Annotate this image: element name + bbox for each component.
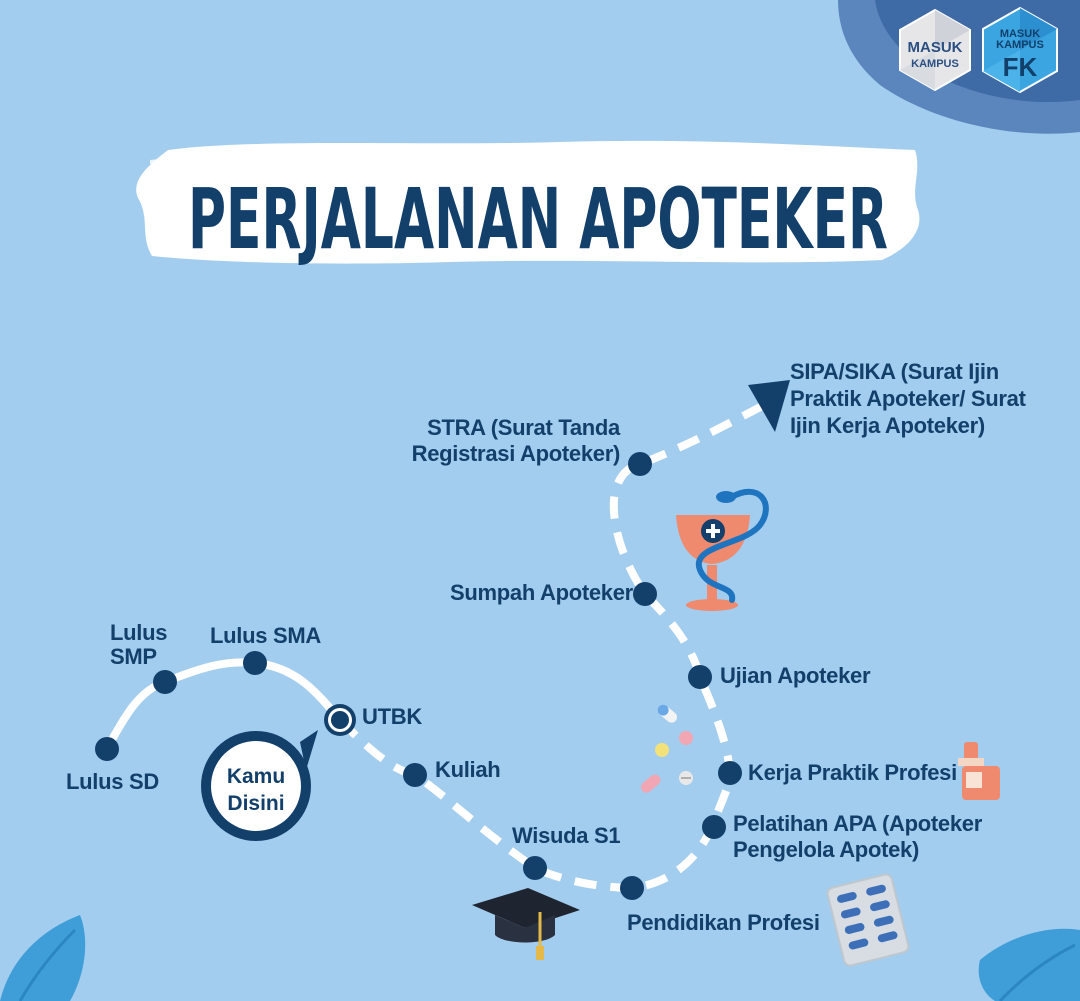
logo-masuk-kampus-fk: MASUK KAMPUS FK xyxy=(982,6,1058,94)
dot-lulus-sma xyxy=(243,651,267,675)
dot-kerja-praktik-profesi xyxy=(718,761,742,785)
dot-pendidikan-profesi xyxy=(620,876,644,900)
dot-sumpah-apoteker xyxy=(633,582,657,606)
medicine-bottle-icon xyxy=(958,742,1000,800)
page-title: PERJALANAN APOTEKER xyxy=(188,170,888,268)
logo-right-line2: KAMPUS xyxy=(996,39,1044,51)
label-sipa-sika-text: SIPA/SIKA (Surat Ijin Praktik Apoteker/ … xyxy=(790,359,1026,438)
label-stra: STRA (Surat Tanda Registrasi Apoteker) xyxy=(400,415,621,467)
pills-icon xyxy=(640,704,693,793)
title-brush-wisp xyxy=(150,150,420,164)
label-stra-text: STRA (Surat Tanda Registrasi Apoteker) xyxy=(411,415,621,466)
badge-line2: Disini xyxy=(227,792,284,815)
dot-kuliah xyxy=(403,763,427,787)
label-lulus-sma: Lulus SMA xyxy=(210,622,321,650)
you-are-here-badge: Kamu Disini xyxy=(201,730,318,841)
label-lulus-smp-text: Lulus SMP xyxy=(110,620,168,669)
label-sumpah-apoteker: Sumpah Apoteker xyxy=(450,579,633,607)
label-pelatihan-apa: Pelatihan APA (Apoteker Pengelola Apotek… xyxy=(733,811,982,863)
dot-ujian-apoteker xyxy=(688,665,712,689)
path-dashed xyxy=(337,398,772,893)
title-brush-stroke xyxy=(136,140,920,264)
label-ujian-apoteker-text: Ujian Apoteker xyxy=(720,663,871,688)
dot-stra xyxy=(628,452,652,476)
label-kerja-praktik-profesi: Kerja Praktik Profesi xyxy=(748,759,957,787)
label-lulus-sd: Lulus SD xyxy=(66,768,159,796)
label-pendidikan-profesi-text: Pendidikan Profesi xyxy=(627,910,820,935)
leaf-icon xyxy=(0,915,1080,1001)
dot-utbk xyxy=(331,711,349,729)
label-lulus-smp: Lulus SMP xyxy=(110,621,167,669)
label-pendidikan-profesi: Pendidikan Profesi xyxy=(627,909,820,937)
logo-left-line2: KAMPUS xyxy=(911,58,959,70)
logo-right-line3: FK xyxy=(1003,52,1038,82)
path-arrow-head xyxy=(748,380,790,432)
dot-lulus-sd xyxy=(95,737,119,761)
pill-blister-icon xyxy=(826,873,910,967)
label-wisuda-s1: Wisuda S1 xyxy=(512,822,621,850)
label-utbk: UTBK xyxy=(362,703,422,731)
logo-left-line1: MASUK xyxy=(908,39,963,56)
badge-line1: Kamu xyxy=(227,765,285,788)
label-kuliah: Kuliah xyxy=(435,756,501,784)
dot-lulus-smp xyxy=(153,670,177,694)
pharmacy-bowl-icon xyxy=(676,488,769,611)
label-pelatihan-apa-text: Pelatihan APA (Apoteker Pengelola Apotek… xyxy=(733,811,983,862)
logo-right-line1: MASUK xyxy=(1000,28,1040,40)
step-dots xyxy=(95,452,742,900)
logo-masuk-kampus: MASUK KAMPUS xyxy=(899,8,971,92)
label-sipa-sika: SIPA/SIKA (Surat Ijin Praktik Apoteker/ … xyxy=(790,358,1026,439)
label-ujian-apoteker: Ujian Apoteker xyxy=(720,662,871,690)
label-sumpah-apoteker-text: Sumpah Apoteker xyxy=(450,580,633,605)
graduation-cap-icon xyxy=(472,888,580,960)
label-kuliah-text: Kuliah xyxy=(435,757,501,782)
label-wisuda-s1-text: Wisuda S1 xyxy=(512,823,621,848)
label-lulus-sma-text: Lulus SMA xyxy=(210,623,321,648)
label-utbk-text: UTBK xyxy=(362,704,422,729)
dot-pelatihan-apa xyxy=(702,815,726,839)
path-solid xyxy=(103,658,344,753)
label-lulus-sd-text: Lulus SD xyxy=(66,769,159,794)
dot-wisuda-s1 xyxy=(523,856,547,880)
label-kerja-praktik-profesi-text: Kerja Praktik Profesi xyxy=(748,760,957,785)
